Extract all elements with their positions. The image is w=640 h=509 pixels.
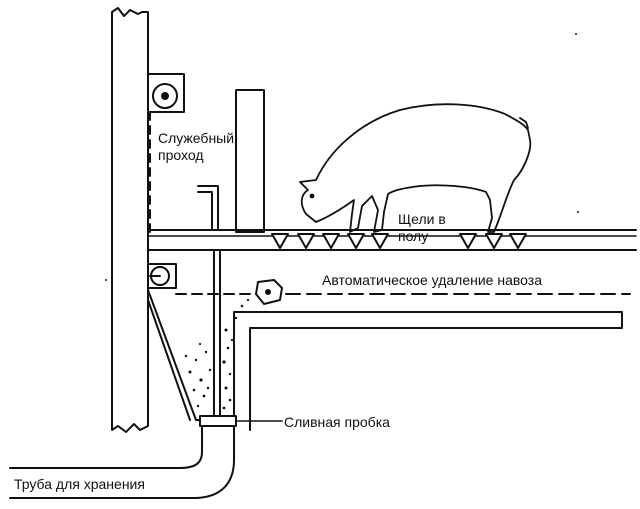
pulley-icon [147,73,185,113]
feeder-pipe [197,185,219,231]
pig-icon [299,103,532,233]
scraper-icon [255,279,283,305]
floor-slots-label-line2: полу [398,228,429,244]
storage-pipe-label: Труба для хранения [14,476,145,492]
floor-slots-label-line1: Щели в [398,211,446,227]
drain-plug-label: Сливная пробка [284,414,390,430]
service-passage-partition [235,89,265,233]
lower-pulley-icon [147,263,177,289]
service-passage-label-line2: проход [158,147,204,163]
service-passage-label-line1: Служебный [158,130,235,146]
floor-slots-label: Щели в полу [398,211,446,245]
manure-texture [184,298,250,410]
drain-plug-icon [199,415,283,427]
floor-slots [271,233,527,249]
slatted-floor [147,229,637,251]
storage-pipe [9,425,235,499]
auto-removal-label: Автоматическое удаление навоза [322,272,542,288]
image-noise [105,33,579,281]
wall [111,7,149,433]
service-passage-label: Служебный проход [158,130,234,164]
